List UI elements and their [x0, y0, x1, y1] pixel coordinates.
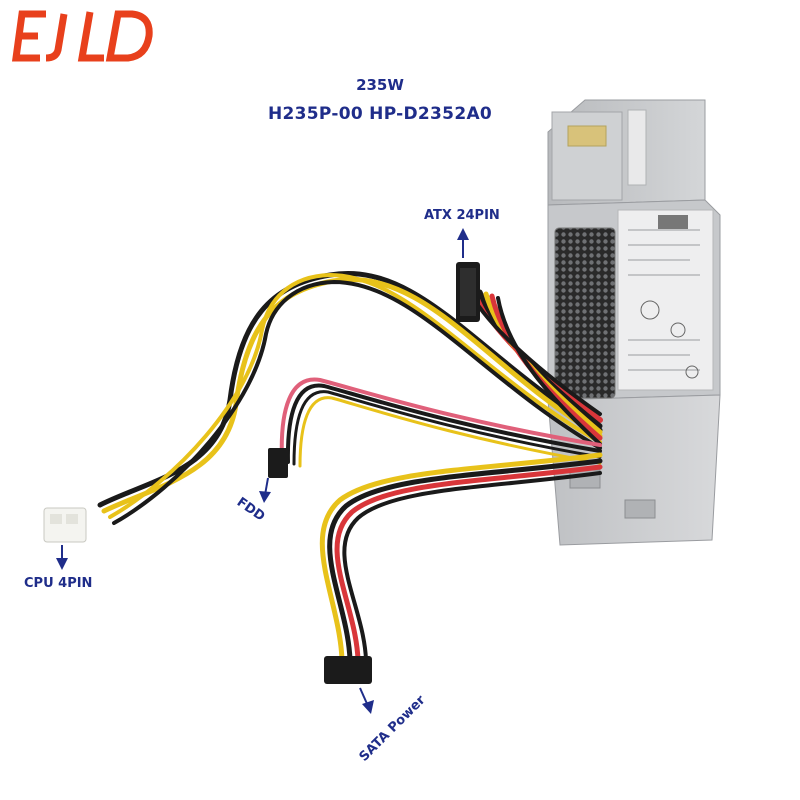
model-title: H235P-00 HP-D2352A0	[267, 104, 493, 124]
label-cpu-4pin: CPU 4PIN	[24, 576, 93, 591]
callout-arrows	[56, 228, 469, 714]
brand-logo	[12, 10, 153, 62]
wattage-title: 235W	[356, 76, 404, 94]
label-atx-24pin: ATX 24PIN	[424, 208, 500, 223]
fdd-connector	[268, 448, 288, 478]
cpu-4pin-connector	[43, 507, 87, 543]
atx-24pin-connector	[456, 262, 480, 322]
sata-power-connector	[324, 656, 372, 684]
cable-harness	[97, 271, 603, 663]
